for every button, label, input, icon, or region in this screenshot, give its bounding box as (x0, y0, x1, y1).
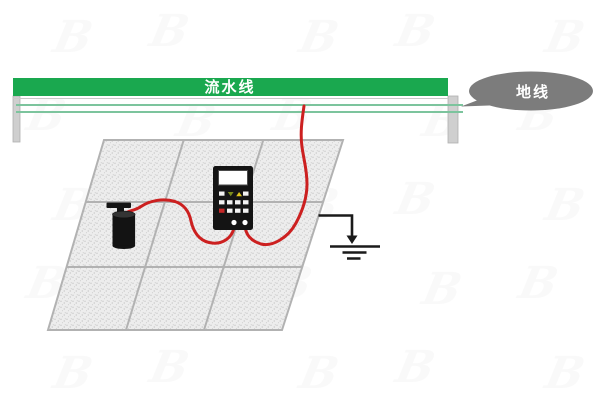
ground-arrowhead (346, 235, 358, 244)
meter-button (243, 200, 249, 205)
earth-bars (330, 245, 380, 260)
meter-display (218, 170, 248, 186)
ground-connection-line (318, 214, 354, 236)
conveyor-label: 流水线 (204, 78, 255, 96)
floor-grout-lines (66, 139, 323, 331)
wire-meter-to-probe (126, 198, 236, 245)
cylindrical-probe (106, 202, 136, 249)
probe-top-plate (106, 202, 131, 208)
meter-button (243, 191, 249, 196)
meter-button (243, 208, 249, 213)
conveyor-belt-line-top (16, 104, 463, 106)
conveyor-frame-line (13, 98, 448, 99)
meter-button (227, 200, 233, 205)
conveyor-left-leg (12, 95, 21, 143)
resistance-meter (213, 166, 253, 230)
earth-ground-symbol (318, 214, 380, 260)
probe-body-top (112, 210, 136, 219)
red-test-leads (126, 104, 309, 247)
meter-button (235, 208, 241, 213)
meter-terminal-left (231, 219, 237, 226)
meter-button (219, 191, 225, 196)
meter-power-button (219, 208, 225, 213)
conveyor-right-leg (447, 95, 459, 144)
down-arrow-button (227, 192, 234, 197)
callout-label: 地线 (516, 83, 550, 101)
meter-button (219, 200, 225, 205)
conveyor-belt-line-bottom (16, 111, 463, 113)
probe-body (112, 214, 136, 246)
meter-terminal-right (242, 219, 248, 226)
conveyor-green-bar (13, 78, 448, 96)
up-arrow-button (236, 192, 242, 197)
probe-neck (117, 207, 124, 214)
meter-button (227, 208, 233, 213)
callout-bubble (469, 71, 593, 111)
conveyor-line: 流水线 (12, 78, 463, 144)
ground-wire-callout: 地线 (461, 71, 593, 111)
wire-conveyor-to-meter (243, 104, 309, 247)
meter-button (235, 200, 241, 205)
